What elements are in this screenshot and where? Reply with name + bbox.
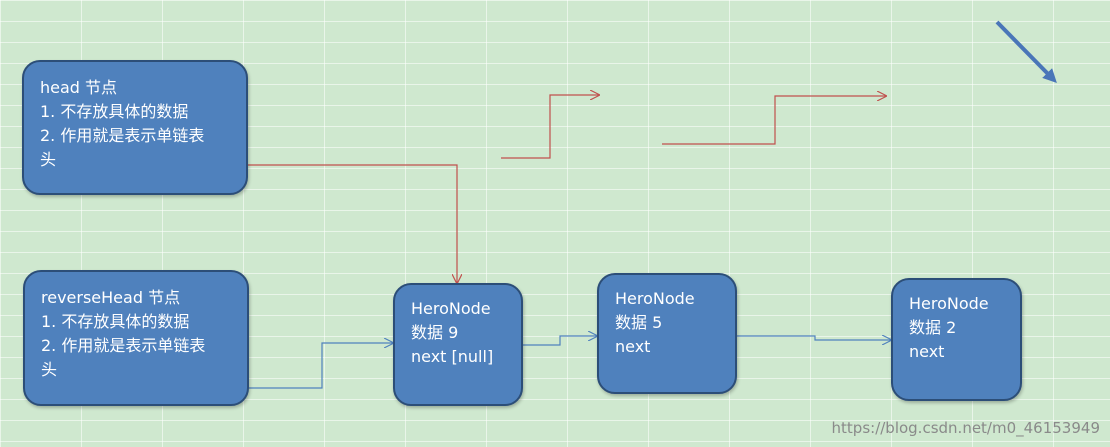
reversehead-node-line-2: 2. 作用就是表示单链表 — [41, 336, 206, 355]
head-node-title: head 节点 — [40, 78, 118, 97]
red-step-arrow-2 — [662, 96, 886, 145]
head-node-line-2: 2. 作用就是表示单链表 — [40, 126, 205, 145]
hero-node-5-data: 数据 5 — [615, 313, 663, 332]
hero-node-9-next: next [null] — [411, 347, 494, 366]
hero9-to-hero5-link — [523, 336, 597, 346]
watermark-text: https://blog.csdn.net/m0_46153949 — [831, 419, 1100, 437]
diagonal-arrow — [995, 20, 1057, 83]
hero-node-9: HeroNode 数据 9 next [null] — [393, 283, 523, 406]
reversehead-node-line-1: 1. 不存放具体的数据 — [41, 312, 190, 331]
hero-node-5-next: next — [615, 337, 651, 356]
hero-node-9-data: 数据 9 — [411, 323, 459, 342]
head-node-line-3: 头 — [40, 150, 57, 169]
red-step-arrow-1 — [501, 95, 599, 159]
hero-node-2-data: 数据 2 — [909, 318, 957, 337]
reversehead-node-line-3: 头 — [41, 360, 58, 379]
hero5-to-hero2-link — [737, 336, 891, 340]
hero-node-5: HeroNode 数据 5 next — [597, 273, 737, 394]
reversehead-to-hero9-link — [249, 343, 393, 389]
hero-node-2: HeroNode 数据 2 next — [891, 278, 1022, 401]
hero-node-5-title: HeroNode — [615, 289, 695, 308]
hero-node-2-title: HeroNode — [909, 294, 989, 313]
hero-node-2-next: next — [909, 342, 945, 361]
reversehead-node: reverseHead 节点 1. 不存放具体的数据 2. 作用就是表示单链表 … — [23, 270, 249, 406]
head-node: head 节点 1. 不存放具体的数据 2. 作用就是表示单链表 头 — [22, 60, 248, 195]
hero-node-9-title: HeroNode — [411, 299, 491, 318]
head-node-line-1: 1. 不存放具体的数据 — [40, 102, 189, 121]
reversehead-node-title: reverseHead 节点 — [41, 288, 181, 307]
